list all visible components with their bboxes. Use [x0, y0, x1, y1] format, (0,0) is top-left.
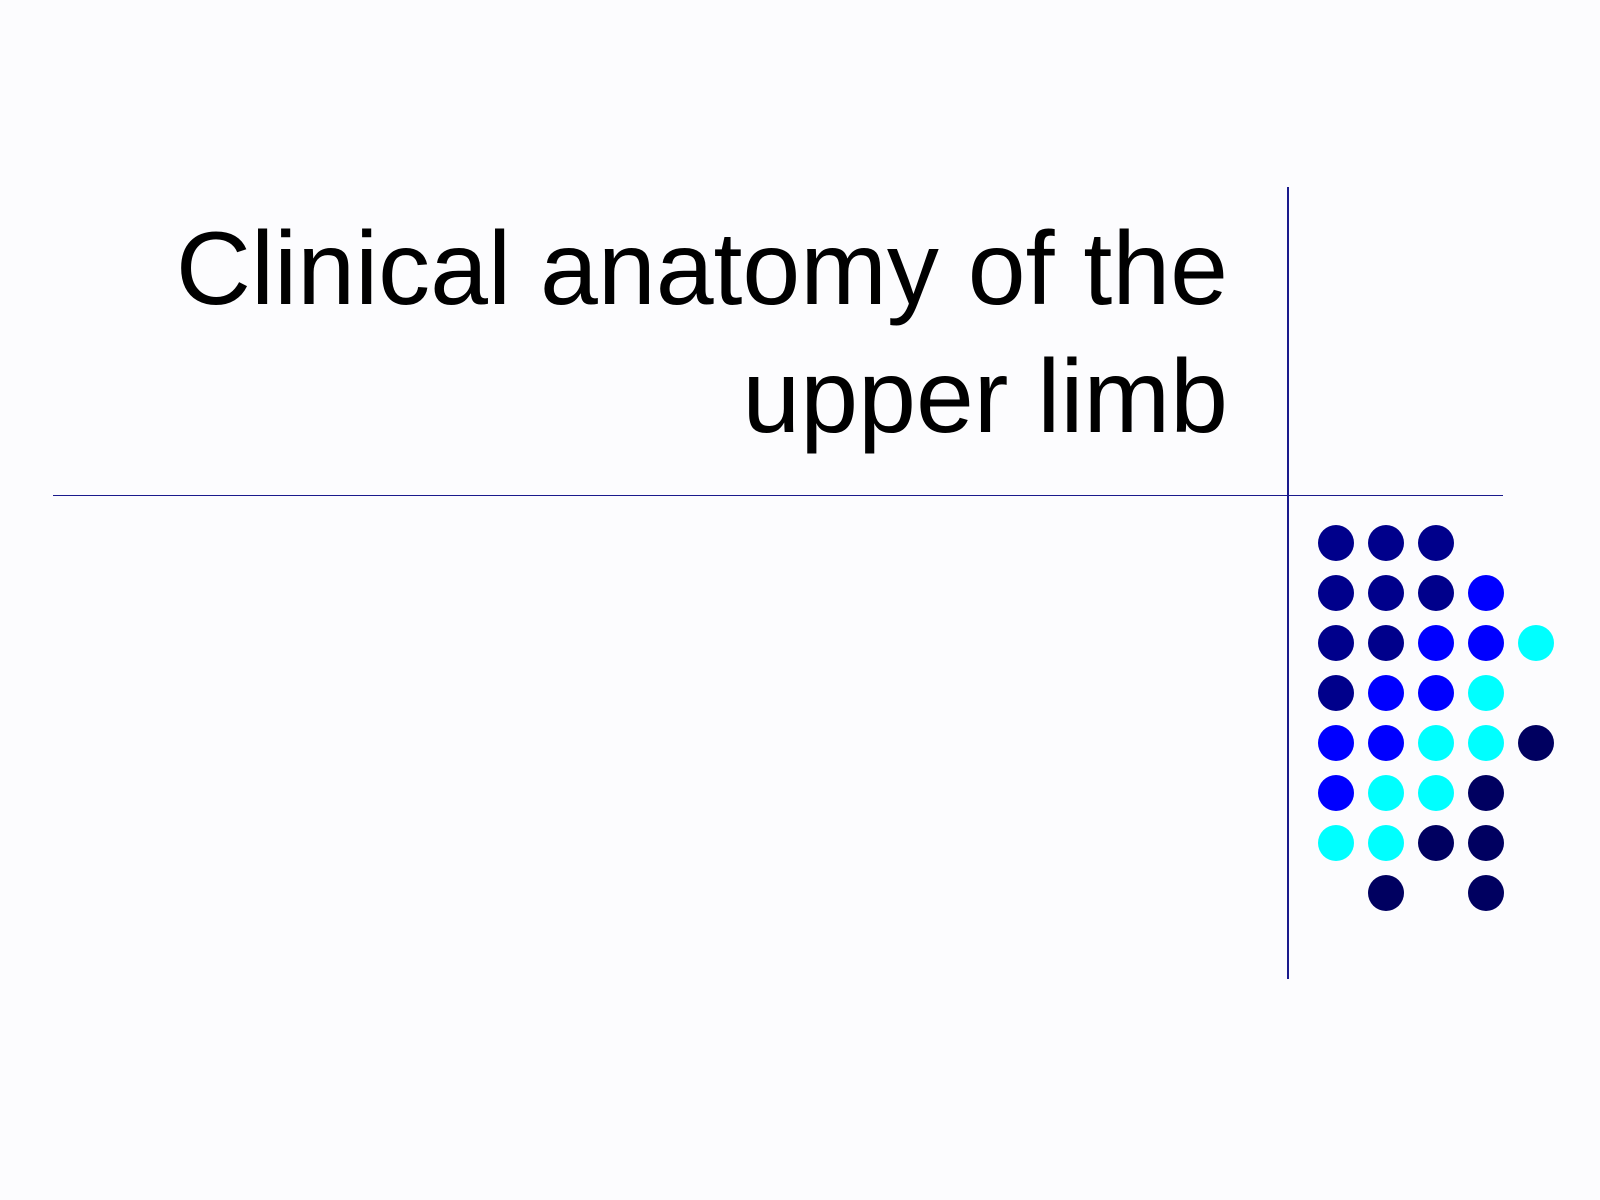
decorative-dot [1418, 775, 1454, 811]
decorative-dot [1368, 525, 1404, 561]
decorative-dot [1318, 725, 1354, 761]
slide-title-line-2: upper limb [742, 339, 1228, 455]
decorative-dot [1368, 625, 1404, 661]
decorative-dot [1468, 775, 1504, 811]
decorative-dot [1468, 725, 1504, 761]
decorative-dot [1318, 675, 1354, 711]
decorative-dot [1518, 725, 1554, 761]
decorative-dot [1318, 625, 1354, 661]
decorative-dot [1418, 725, 1454, 761]
decorative-dot [1418, 525, 1454, 561]
decorative-dot [1468, 625, 1504, 661]
decorative-dot [1418, 625, 1454, 661]
decorative-dot [1518, 625, 1554, 661]
decorative-dot [1468, 675, 1504, 711]
vertical-divider [1287, 187, 1289, 979]
decorative-dot [1418, 675, 1454, 711]
decorative-dot [1368, 575, 1404, 611]
decorative-dot [1368, 875, 1404, 911]
horizontal-divider [53, 495, 1503, 496]
decorative-dot [1318, 825, 1354, 861]
decorative-dot [1318, 775, 1354, 811]
decorative-dot [1368, 825, 1404, 861]
decorative-dot [1468, 875, 1504, 911]
decorative-dot [1368, 675, 1404, 711]
decorative-dot [1418, 825, 1454, 861]
slide-title-line-1: Clinical anatomy of the [175, 211, 1228, 327]
decorative-dot [1468, 825, 1504, 861]
decorative-dot [1418, 575, 1454, 611]
decorative-dot [1368, 775, 1404, 811]
slide-title: Clinical anatomy of the upper limb [80, 205, 1228, 461]
decorative-dot [1318, 525, 1354, 561]
decorative-dot [1318, 575, 1354, 611]
decorative-dot [1468, 575, 1504, 611]
decorative-dot [1368, 725, 1404, 761]
